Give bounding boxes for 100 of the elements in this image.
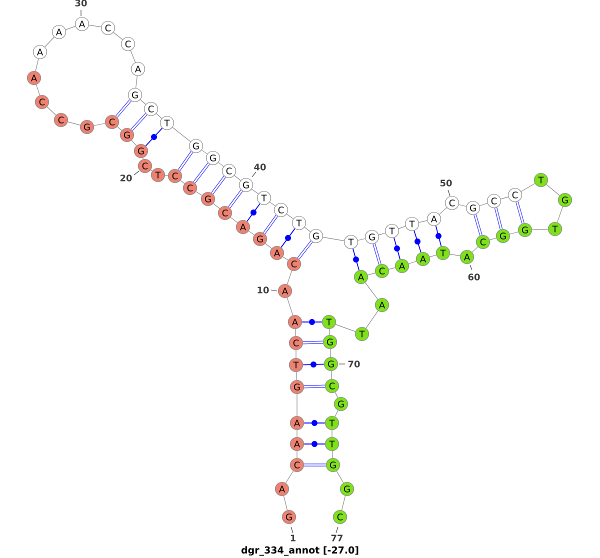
backbone-line <box>269 202 276 206</box>
backbone-line <box>341 496 346 510</box>
backbone-line <box>296 430 298 438</box>
backbone-line <box>546 184 560 196</box>
backbone-line <box>248 230 255 236</box>
base-pair-line <box>145 128 163 146</box>
backbone-line <box>450 254 460 256</box>
base-pair-line <box>116 99 132 118</box>
backbone-line <box>68 122 80 126</box>
backbone-line <box>65 26 76 30</box>
base-pair-line <box>228 190 243 208</box>
backbone-line <box>136 76 138 88</box>
base-pair-line <box>303 340 323 344</box>
backbone-line <box>304 226 311 232</box>
backbone-line <box>46 106 56 116</box>
backbone-line <box>286 214 294 220</box>
position-number: 70 <box>338 360 360 368</box>
backbone-line <box>201 150 208 154</box>
base-pair-line <box>193 162 210 184</box>
backbone-line <box>557 206 563 223</box>
position-number: 60 <box>468 264 480 280</box>
backbone-line <box>142 158 144 160</box>
backbone-line <box>500 196 509 200</box>
backbone-line <box>35 58 39 72</box>
base-pair-line <box>297 240 313 260</box>
backbone-line <box>282 256 288 260</box>
position-number: 10 <box>258 286 278 294</box>
backbone-line <box>180 180 185 184</box>
backbone-line <box>140 99 146 105</box>
backbone-line <box>44 36 54 48</box>
backbone-line <box>520 183 536 192</box>
backbone-line <box>322 236 344 242</box>
position-number: 20 <box>120 170 140 182</box>
backbone-line <box>532 228 548 230</box>
backbone-line <box>366 310 378 328</box>
base-pair-line <box>414 230 422 253</box>
backbone-line <box>331 370 332 380</box>
backbone-line <box>286 297 294 316</box>
base-pair-line <box>394 237 401 260</box>
backbone-line <box>296 450 298 458</box>
base-pair-line <box>178 150 194 172</box>
backbone-line <box>429 254 437 258</box>
backbone-line <box>130 50 136 63</box>
backbone-line <box>172 127 191 142</box>
backbone-line <box>265 243 272 249</box>
backbone-line <box>378 232 386 236</box>
backbone-line <box>117 126 122 131</box>
backbone-line <box>94 123 106 126</box>
backbone-line <box>296 372 297 380</box>
base-pair-line <box>246 203 260 222</box>
caption: dgr_334_annot [-27.0] <box>241 546 358 556</box>
backbone-line <box>36 84 40 96</box>
backbone-line <box>367 272 376 276</box>
base-pair-line <box>263 214 278 234</box>
base-pair-line <box>280 228 296 248</box>
backbone-line <box>472 246 478 252</box>
backbone-line <box>329 328 330 336</box>
backbone-line <box>489 238 497 240</box>
backbone-line <box>479 202 488 206</box>
base-pair-line <box>474 214 482 236</box>
backbone-line <box>150 170 152 172</box>
position-number: 77 <box>331 526 343 542</box>
backbone-line <box>251 188 259 194</box>
backbone-line <box>295 328 296 336</box>
position-number: 30 <box>75 0 87 16</box>
backbone-line <box>131 140 137 146</box>
position-number: 1 <box>290 526 296 542</box>
backbone-line <box>230 217 238 223</box>
backbone-line <box>196 191 202 196</box>
backbone-line <box>358 238 366 241</box>
backbone-line <box>336 470 344 484</box>
backbone-line <box>364 282 378 300</box>
base-pair-line <box>211 176 226 194</box>
base-pair-line <box>494 207 503 230</box>
backbone-line <box>283 496 288 510</box>
backbone-line <box>285 470 294 484</box>
backbone-line <box>218 162 224 167</box>
backbone-line <box>408 260 417 264</box>
backbone-line <box>156 113 162 119</box>
position-number: 50 <box>440 180 452 196</box>
backbone-line <box>438 207 448 215</box>
backbone-line <box>286 270 292 285</box>
backbone-line <box>234 175 241 181</box>
backbone-line <box>296 394 298 416</box>
backbone-line <box>388 267 396 270</box>
base-pair-line <box>304 464 326 466</box>
backbone-line <box>334 392 338 398</box>
base-pair-line <box>304 441 326 447</box>
backbone-line <box>332 450 333 458</box>
backbone-line <box>510 232 518 234</box>
backbone-line <box>330 348 331 358</box>
position-number: 40 <box>252 164 266 178</box>
backbone-line <box>334 410 338 417</box>
base-pair-line <box>302 319 322 325</box>
base-pair-line <box>302 362 324 368</box>
backbone-line <box>213 203 220 209</box>
backbone-line <box>458 204 466 207</box>
base-pair-line <box>372 243 382 265</box>
base-pair-line <box>130 113 148 131</box>
backbone-line <box>398 226 406 229</box>
